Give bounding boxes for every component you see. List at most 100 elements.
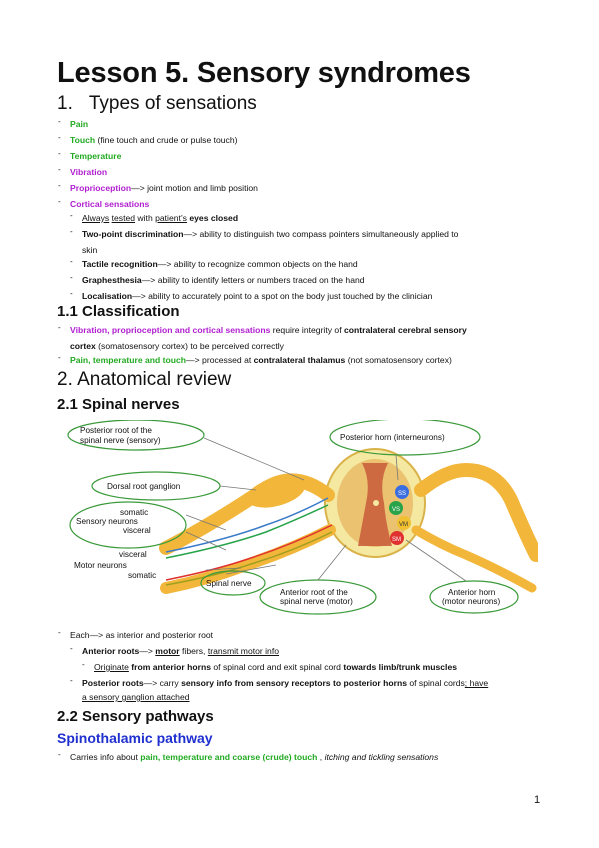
list-item: Originate from anterior horns of spinal … [94, 662, 457, 673]
label-visceral-bottom: visceral [119, 550, 147, 559]
left-nerve-bundle [159, 473, 336, 594]
bullet-dash: - [58, 133, 61, 142]
graph-label: Graphesthesia [82, 275, 142, 285]
vm-label: VM [399, 522, 408, 528]
label-sensory-neurons: Sensory neurons [76, 517, 138, 526]
label-somatic-bottom: somatic [128, 571, 156, 580]
label-visceral-top: visceral [123, 526, 151, 535]
pain-label: Pain [70, 119, 89, 129]
list-item: Temperature [70, 151, 121, 162]
spinothalamic-text-a: Carries info about [70, 752, 141, 762]
label-anterior-root-1: Anterior root of the [280, 588, 348, 597]
label-motor-neurons: Motor neurons [74, 561, 127, 570]
motor-text: motor [155, 646, 180, 656]
tactile-desc: —> ability to recognize common objects o… [157, 259, 358, 269]
spinothalamic-colored: pain, temperature and coarse (crude) tou… [140, 752, 318, 762]
transmit-text: transmit motor info [207, 646, 280, 656]
fibers-text: fibers, [179, 646, 208, 656]
sensory-info-text: sensory info from sensory receptors to p… [181, 678, 407, 688]
posterior-roots-label: Posterior roots [82, 678, 144, 688]
list-item: Always tested with patient’s eyes closed [82, 213, 238, 224]
ss-marker [395, 485, 409, 499]
bullet-dash: - [70, 257, 73, 266]
list-item: Two-point discrimination—> ability to di… [82, 229, 458, 240]
touch-label: Touch [70, 135, 96, 145]
classification-mid-1: require integrity of [270, 325, 344, 335]
posterior-mid: —> carry [143, 678, 182, 688]
bullet-dash: - [70, 227, 73, 236]
local-desc: —> ability to accurately point to a spot… [132, 291, 433, 301]
anterior-mid: —> [139, 646, 156, 656]
ss-label: SS [398, 491, 406, 497]
list-item: Vibration [70, 167, 107, 178]
have-text: ; have [464, 678, 489, 688]
list-item: Carries info about pain, temperature and… [70, 752, 438, 763]
classification-mid-3: —> processed at [186, 355, 254, 365]
list-item: Localisation—> ability to accurately poi… [82, 291, 432, 302]
local-label: Localisation [82, 291, 133, 301]
proprioception-desc: —> joint motion and limb position [131, 183, 258, 193]
proprioception-label: Proprioception [70, 183, 132, 193]
section21-heading: 2.1 Spinal nerves [57, 396, 180, 413]
bullet-dash: - [58, 117, 61, 126]
twopoint-label: Two-point discrimination [82, 229, 184, 239]
spinothalamic-heading: Spinothalamic pathway [57, 730, 213, 746]
bullet-dash: - [58, 149, 61, 158]
bullet-dash: - [70, 273, 73, 282]
classification-rest-2: (somatosensory cortex) to be perceived c… [95, 341, 284, 351]
bullet-dash: - [82, 660, 85, 669]
list-item: Pain, temperature and touch—> processed … [70, 355, 452, 366]
temperature-label: Temperature [70, 151, 122, 161]
bullet-dash: - [58, 165, 61, 174]
sm-marker [390, 531, 404, 545]
list-item: Each—> as interior and posterior root [70, 630, 214, 640]
label-dorsal-ganglion: Dorsal root ganglion [107, 482, 181, 491]
tested-text: tested [111, 213, 136, 223]
page-number: 1 [534, 794, 541, 806]
originate-rest-1: from [128, 662, 153, 672]
bullet-dash: - [58, 197, 61, 206]
tactile-label: Tactile recognition [82, 259, 158, 269]
label-spinal-nerve: Spinal nerve [206, 579, 252, 588]
vs-marker [389, 501, 403, 515]
list-item: Graphesthesia—> ability to identify lett… [82, 275, 365, 286]
list-item: Anterior roots—> motor fibers, transmit … [82, 646, 279, 657]
vm-marker [397, 516, 411, 530]
list-item: Cortical sensations [70, 199, 149, 210]
label-anterior-horn-2: (motor neurons) [442, 597, 501, 606]
anterior-horns-text: anterior horns [152, 662, 212, 672]
spinal-nerve-diagram: SS VS VM SM [67, 420, 538, 615]
cortical-label: Cortical sensations [70, 199, 150, 209]
label-somatic-top: somatic [120, 508, 148, 517]
originate-rest-2: of spinal cord and exit spinal cord [211, 662, 344, 672]
bullet-dash: - [70, 644, 73, 653]
twopoint-desc: —> ability to distinguish two compass po… [183, 229, 459, 239]
section22-heading: 2.2 Sensory pathways [57, 708, 214, 725]
right-nerve-lower [411, 525, 537, 593]
list-item-continuation: cortex (somatosensory cortex) to be perc… [70, 341, 284, 352]
posterior-rest: of spinal cords [406, 678, 465, 688]
patients-text: patient’s [155, 213, 187, 223]
list-item-continuation: skin [82, 245, 98, 255]
page-title: Lesson 5. Sensory syndromes [57, 57, 471, 89]
spinal-cord-section: SS VS VM SM [324, 448, 426, 558]
label-posterior-root-1: Posterior root of the [80, 426, 152, 435]
list-item: Tactile recognition—> ability to recogni… [82, 259, 358, 270]
dorsal-root-ganglion-shape [246, 476, 306, 508]
classification-bold-3: contralateral thalamus [253, 355, 346, 365]
spinothalamic-text-b: , [317, 752, 325, 762]
label-posterior-horn: Posterior horn (interneurons) [340, 433, 445, 442]
anterior-roots-label: Anterior roots [82, 646, 140, 656]
vs-label: VS [392, 507, 400, 513]
with-text: with [135, 213, 156, 223]
list-item: Posterior roots—> carry sensory info fro… [82, 678, 488, 689]
vibration-label: Vibration [70, 167, 108, 177]
bullet-dash: - [58, 750, 61, 759]
label-anterior-root-2: spinal nerve (motor) [280, 597, 353, 606]
bullet-dash: - [58, 181, 61, 190]
bullet-dash: - [70, 676, 73, 685]
towards-text: towards limb/trunk muscles [343, 662, 458, 672]
originate-text: Originate [94, 662, 129, 672]
list-item: Proprioception—> joint motion and limb p… [70, 183, 258, 194]
label-anterior-horn-1: Anterior horn [448, 588, 496, 597]
